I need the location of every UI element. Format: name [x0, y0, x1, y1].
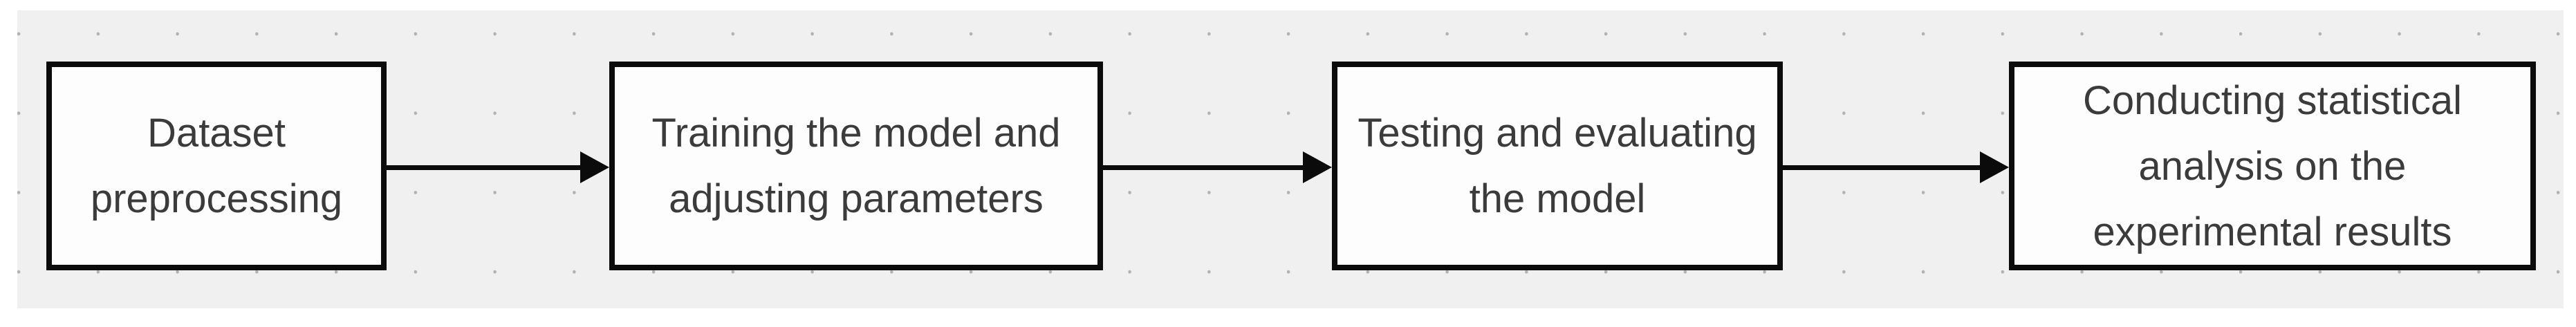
connector-arrow-2[interactable] — [1103, 151, 1332, 183]
arrow-head-icon — [1303, 151, 1332, 183]
flowchart-node-training-adjusting[interactable]: Training the model and adjusting paramet… — [609, 62, 1103, 270]
node-label: Testing and evaluating the model — [1358, 111, 1757, 221]
flowchart-node-statistical-analysis[interactable]: Conducting statistical analysis on the e… — [2009, 62, 2536, 270]
arrow-shaft — [1103, 165, 1308, 170]
flowchart-node-testing-evaluating[interactable]: Testing and evaluating the model — [1332, 62, 1783, 270]
node-label: Training the model and adjusting paramet… — [651, 111, 1061, 221]
connector-arrow-3[interactable] — [1783, 151, 2009, 183]
node-label: Conducting statistical analysis on the e… — [2082, 77, 2463, 254]
arrow-shaft — [387, 165, 586, 170]
flowchart-node-dataset-preprocessing[interactable]: Dataset preprocessing — [46, 62, 387, 270]
arrow-head-icon — [580, 151, 609, 183]
node-label: Dataset preprocessing — [90, 111, 343, 221]
arrow-shaft — [1783, 165, 1985, 170]
arrow-head-icon — [1980, 151, 2009, 183]
connector-arrow-1[interactable] — [387, 151, 609, 183]
